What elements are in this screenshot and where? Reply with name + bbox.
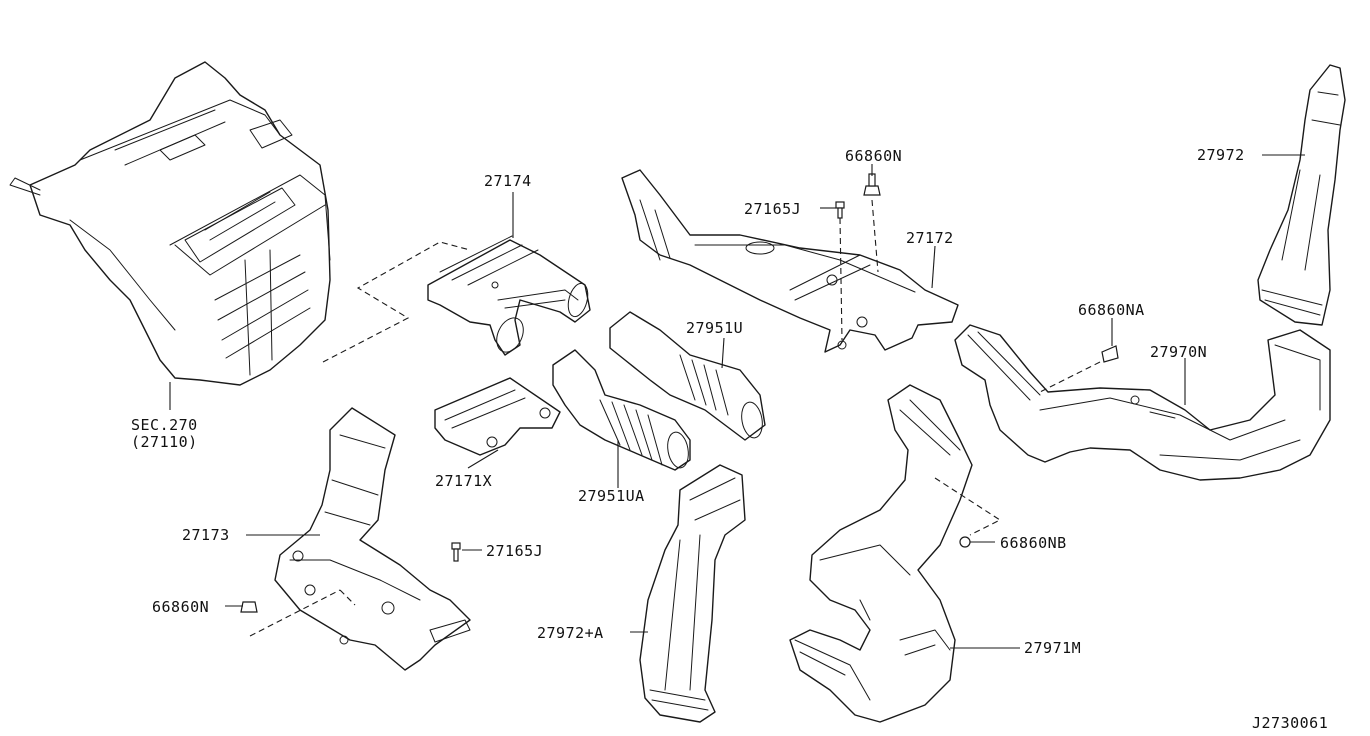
callout-sec-270: SEC.270	[131, 416, 198, 434]
callout-27951u: 27951U	[686, 319, 743, 337]
clip-66860nb-icon	[959, 536, 971, 548]
callout-66860nb: 66860NB	[1000, 534, 1067, 552]
bracket-27171x-illustration	[434, 377, 561, 456]
callout-27972: 27972	[1197, 146, 1245, 164]
alignment-line-66860na	[1039, 361, 1101, 393]
alignment-line-heater	[322, 241, 471, 363]
callout-sec-270-ref: (27110)	[131, 433, 198, 451]
callout-66860n-left: 66860N	[152, 598, 209, 616]
callout-27972a: 27972+A	[537, 624, 604, 642]
callout-27971m: 27971M	[1024, 639, 1081, 657]
callout-27165j-top: 27165J	[744, 200, 801, 218]
duct-27972a-illustration	[639, 464, 746, 723]
duct-27971m-illustration	[789, 384, 973, 723]
duct-27972-illustration	[1257, 64, 1346, 326]
heater-unit-illustration	[9, 61, 331, 386]
alignment-line-27165j	[839, 217, 843, 341]
screw-27165j-left-icon	[451, 542, 461, 562]
duct-27951ua-illustration	[552, 349, 691, 471]
alignment-line-27173	[249, 589, 356, 637]
callout-66860na: 66860NA	[1078, 301, 1145, 319]
callout-66860n-top: 66860N	[845, 147, 902, 165]
callout-27171x: 27171X	[435, 472, 492, 490]
duct-27172-illustration	[621, 169, 959, 353]
screw-27165j-top-icon	[835, 201, 845, 219]
clip-66860n-top-icon	[863, 173, 881, 196]
duct-27173-illustration	[274, 407, 471, 671]
duct-27970n-illustration	[954, 324, 1331, 481]
callout-27165j-left: 27165J	[486, 542, 543, 560]
drawing-id: J2730061	[1252, 714, 1328, 732]
callout-27174: 27174	[484, 172, 532, 190]
callout-27173: 27173	[182, 526, 230, 544]
callout-27172: 27172	[906, 229, 954, 247]
alignment-line-66860nb	[934, 477, 1002, 536]
clip-66860na-icon	[1101, 345, 1119, 363]
callout-27951ua: 27951UA	[578, 487, 645, 505]
leader-lines	[169, 154, 1305, 649]
clip-66860n-left-icon	[240, 601, 258, 613]
callout-27970n: 27970N	[1150, 343, 1207, 361]
alignment-line-66860n	[871, 199, 879, 273]
duct-27174-illustration	[427, 235, 591, 356]
duct-27951u-illustration	[609, 311, 766, 441]
